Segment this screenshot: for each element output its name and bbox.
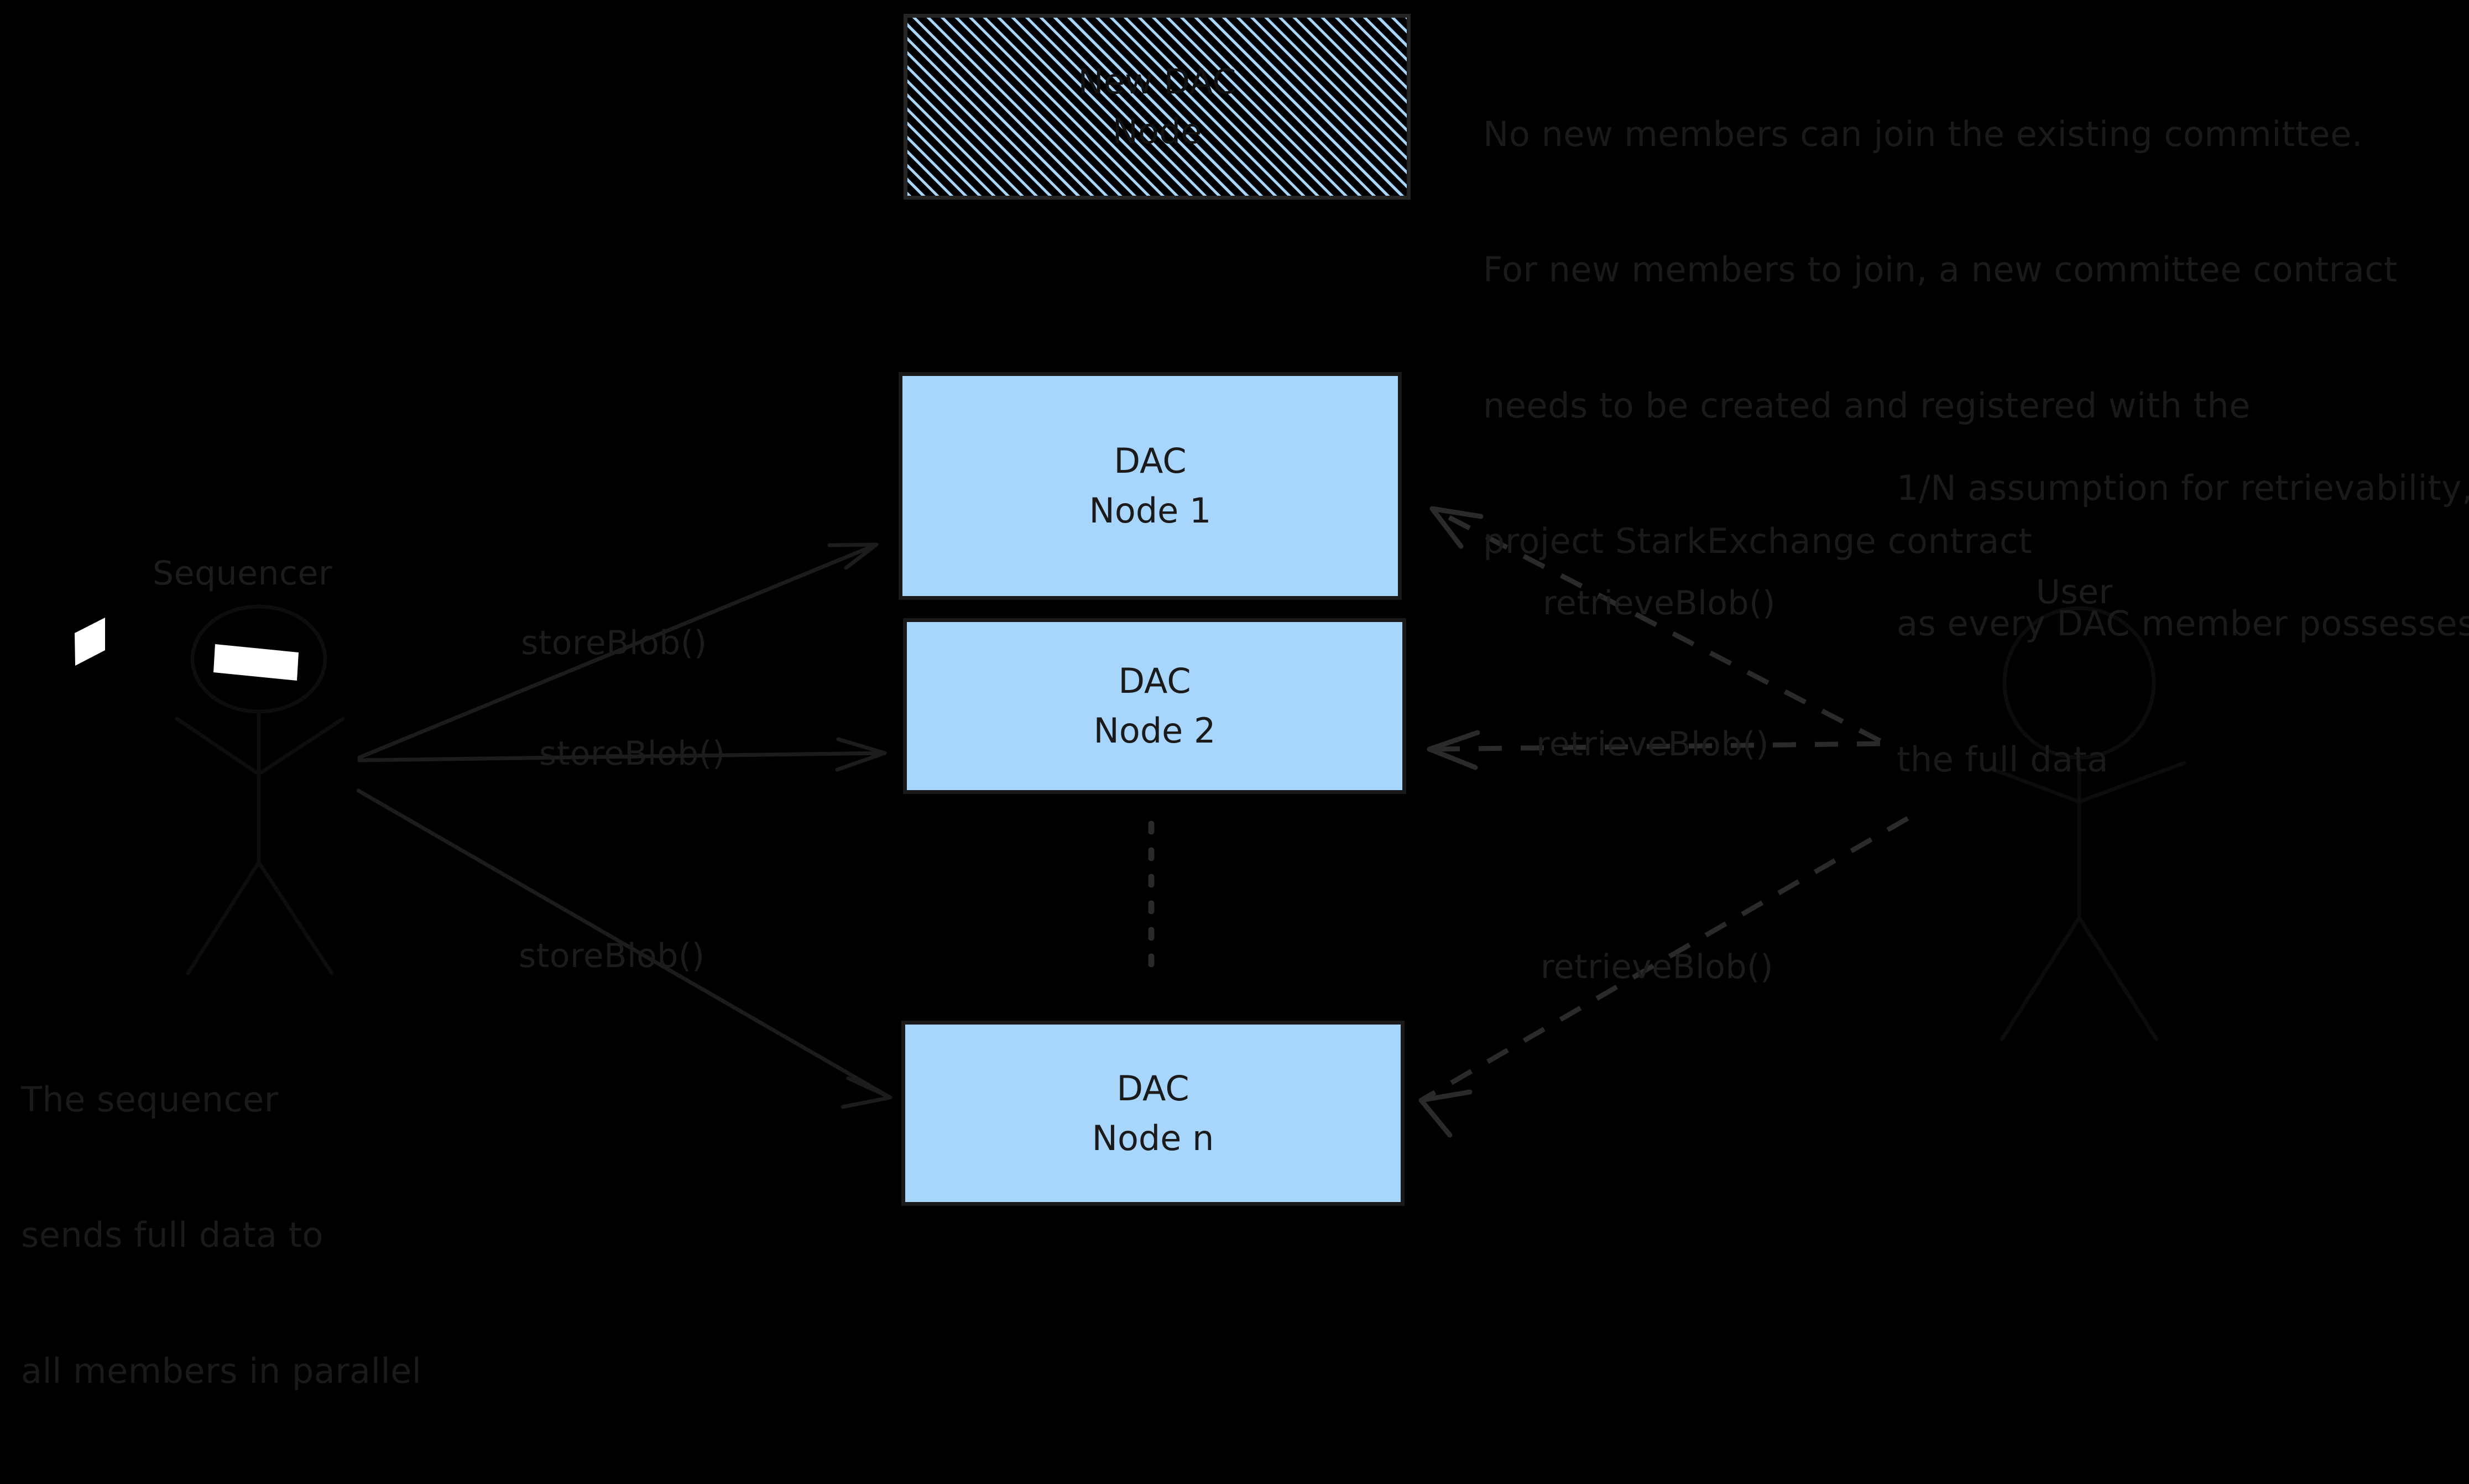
edge-label-retrieve-node-n: retrieveBlob() <box>1541 948 1773 986</box>
annotation-committee: No new members can join the existing com… <box>1483 21 2398 655</box>
edge-retrieve-node-n[interactable] <box>1418 816 1909 1138</box>
annotation-committee-line-1: No new members can join the existing com… <box>1483 113 2363 154</box>
edge-label-retrieve-node-2: retrieveBlob() <box>1536 725 1769 764</box>
annotation-sequencer-note: The sequencer sends full data to all mem… <box>21 986 421 1484</box>
edge-label-retrieve-node-1: retrieveBlob() <box>1543 584 1776 623</box>
sequencer-label: Sequencer <box>153 554 333 593</box>
annotation-sequencer-note-line-2: sends full data to <box>21 1215 323 1256</box>
annotation-retrievability: 1/N assumption for retrievability, as ev… <box>1897 375 2469 872</box>
connector-layer <box>75 506 2186 1138</box>
user-figure-icon <box>1988 606 2186 1042</box>
edge-store-node-2[interactable] <box>357 737 887 772</box>
annotation-sequencer-note-line-1: The sequencer <box>21 1079 279 1120</box>
edge-retrieve-node-1[interactable] <box>1429 506 1882 743</box>
user-label: User <box>2036 573 2113 612</box>
edge-retrieve-node-2[interactable] <box>1427 730 1881 770</box>
sequencer-banner-rect-icon <box>213 644 299 681</box>
annotation-committee-line-3: needs to be created and registered with … <box>1483 385 2251 426</box>
annotation-retrievability-line-2: as every DAC member possesses <box>1897 603 2469 644</box>
annotation-retrievability-line-1: 1/N assumption for retrievability, <box>1897 467 2469 508</box>
edge-label-store-node-n: storeBlob() <box>519 937 705 975</box>
edge-store-node-1[interactable] <box>357 542 879 760</box>
annotation-sequencer-note-line-3: all members in parallel <box>21 1350 422 1391</box>
sequencer-banner-icon <box>75 618 105 666</box>
sequencer-figure-icon <box>175 604 345 975</box>
annotation-committee-line-2: For new members to join, a new committee… <box>1483 249 2398 290</box>
annotation-retrievability-line-3: the full data <box>1897 739 2108 780</box>
edge-store-node-n[interactable] <box>356 788 892 1109</box>
edge-label-store-node-1: storeBlob() <box>521 624 707 662</box>
edge-label-store-node-2: storeBlob() <box>539 734 725 773</box>
annotation-committee-line-4: project StarkExchange contract <box>1483 521 2033 562</box>
